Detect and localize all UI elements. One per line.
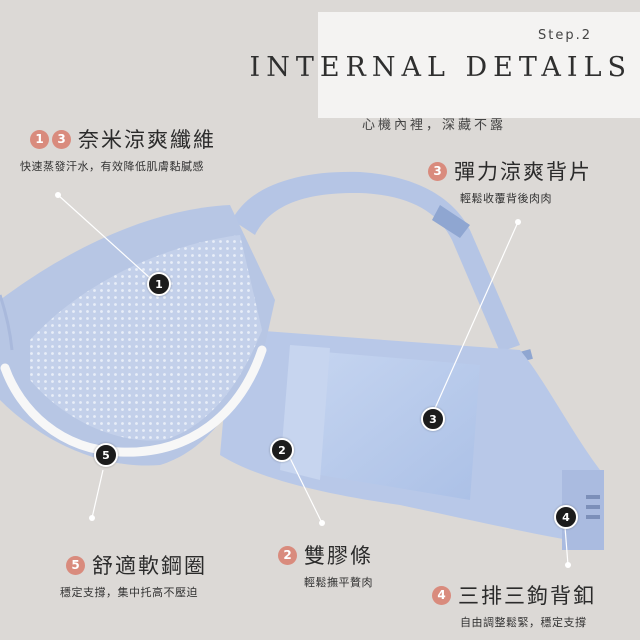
feature-title: 雙膠條 — [304, 544, 373, 568]
feature-desc: 穩定支撐，集中托高不壓迫 — [60, 586, 198, 599]
step-label: Step.2 — [537, 28, 592, 43]
marker-4: 4 — [554, 505, 578, 529]
mesh-lining — [30, 235, 262, 441]
feature-title: 舒適軟鋼圈 — [92, 554, 207, 578]
feature-badge: 3 — [52, 129, 71, 149]
marker-3: 3 — [421, 407, 445, 431]
hook — [586, 515, 600, 519]
feature-badge: 3 — [428, 161, 447, 181]
feature-back-panel: 3 彈力涼爽背片 輕鬆收覆背後肉肉 — [428, 156, 592, 206]
feature-badge: 2 — [278, 545, 297, 565]
page-subtitle: 心機內裡，深藏不露 — [361, 118, 506, 133]
feature-desc: 快速蒸發汗水，有效降低肌膚黏膩感 — [20, 160, 204, 173]
hook — [586, 495, 600, 499]
feature-title: 奈米涼爽纖維 — [78, 128, 216, 152]
leader-lines — [57, 194, 569, 566]
marker-2: 2 — [270, 438, 294, 462]
feature-badge: 4 — [432, 585, 451, 605]
feature-hook-closure: 4 三排三鉤背釦 自由調整鬆緊，穩定支撐 — [432, 580, 596, 630]
cooling-back-panel — [290, 350, 480, 500]
page-title: INTERNAL DETAILS — [249, 52, 632, 83]
leader-dots — [55, 192, 571, 568]
feature-title: 三排三鉤背釦 — [458, 584, 596, 608]
feature-title: 彈力涼爽背片 — [454, 160, 592, 184]
feature-desc: 自由調整鬆緊，穩定支撐 — [460, 616, 587, 629]
header-panel — [318, 12, 640, 118]
marker-5: 5 — [94, 443, 118, 467]
hook — [586, 505, 600, 509]
cup-edge — [0, 294, 14, 351]
feature-double-strip: 2 雙膠條 輕鬆撫平贅肉 — [278, 540, 373, 590]
feature-desc: 輕鬆收覆背後肉肉 — [460, 192, 552, 205]
feature-badge: 5 — [66, 555, 85, 575]
feature-desc: 輕鬆撫平贅肉 — [304, 576, 373, 589]
feature-nano-fiber: 1 3 奈米涼爽纖維 快速蒸發汗水，有效降低肌膚黏膩感 — [20, 124, 216, 174]
soft-underwire — [0, 345, 267, 457]
feature-soft-underwire: 5 舒適軟鋼圈 穩定支撐，集中托高不壓迫 — [60, 550, 207, 600]
strap-adjuster — [432, 205, 470, 238]
feature-badge: 1 — [30, 129, 49, 149]
marker-1: 1 — [147, 272, 171, 296]
